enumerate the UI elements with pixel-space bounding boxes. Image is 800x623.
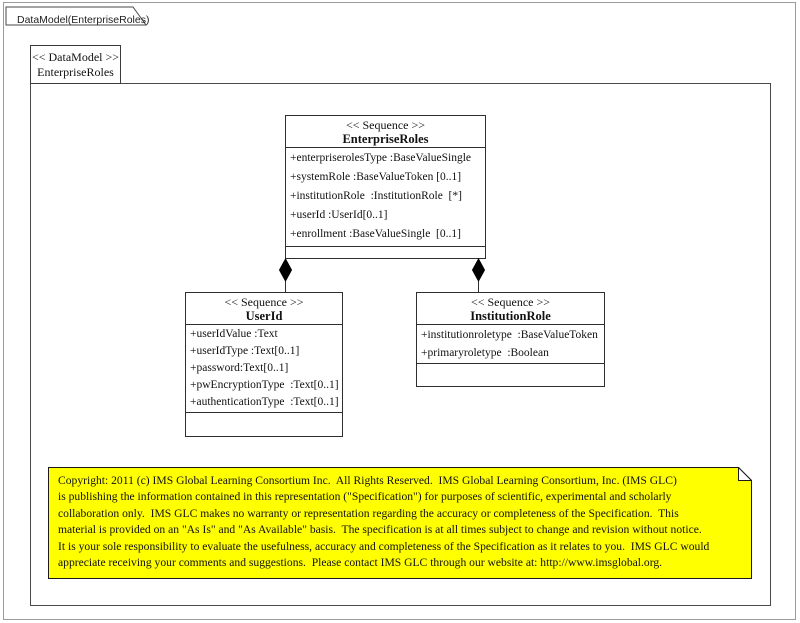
note-line: material is provided on an "As Is" and "… bbox=[58, 523, 702, 537]
class-name-compartment: << Sequence >> EnterpriseRoles bbox=[286, 116, 485, 148]
diagram-tab-shape bbox=[5, 6, 147, 26]
class-attribute: +authenticationType :Text[0..1] bbox=[190, 396, 339, 408]
class-box-institutionrole[interactable]: << Sequence >> InstitutionRole +institut… bbox=[416, 292, 605, 387]
class-name-compartment: << Sequence >> UserId bbox=[186, 293, 342, 325]
note-text-block: Copyright: 2011 (c) IMS Global Learning … bbox=[58, 473, 746, 571]
class-attribute: +pwEncryptionType :Text[0..1] bbox=[190, 379, 339, 391]
note-line: appreciate receiving your comments and s… bbox=[58, 556, 663, 570]
frame-name: EnterpriseRoles bbox=[37, 64, 114, 79]
class-attributes-compartment: +enterpriserolesType :BaseValueSingle +s… bbox=[286, 148, 485, 247]
class-attribute: +enrollment :BaseValueSingle [0..1] bbox=[290, 228, 461, 240]
note-line: is publishing the information contained … bbox=[58, 490, 672, 504]
diagram-tab-label: DataModel(EnterpriseRoles) bbox=[17, 14, 150, 26]
diagram-tab[interactable]: DataModel(EnterpriseRoles) bbox=[5, 5, 151, 26]
class-name: EnterpriseRoles bbox=[342, 132, 429, 146]
note-line: Copyright: 2011 (c) IMS Global Learning … bbox=[58, 474, 677, 487]
class-attribute: +primaryroletype :Boolean bbox=[421, 347, 549, 359]
class-stereotype: << Sequence >> bbox=[470, 295, 551, 309]
class-attributes-compartment: +userIdValue :Text +userIdType :Text[0..… bbox=[186, 325, 342, 413]
class-name: UserId bbox=[245, 309, 283, 323]
note-fold-icon bbox=[738, 466, 753, 481]
class-operations-compartment bbox=[286, 247, 485, 258]
note-shape bbox=[48, 466, 753, 579]
note-line: It is your sole responsibility to evalua… bbox=[58, 539, 710, 553]
class-stereotype: << Sequence >> bbox=[224, 295, 304, 309]
class-stereotype: << Sequence >> bbox=[345, 118, 426, 132]
class-box-enterpriseroles[interactable]: << Sequence >> EnterpriseRoles +enterpri… bbox=[285, 115, 486, 259]
class-name: InstitutionRole bbox=[470, 309, 551, 323]
class-attributes-compartment: +institutionroletype :BaseValueToken +pr… bbox=[417, 325, 604, 364]
class-attribute: +userIdValue :Text bbox=[190, 328, 278, 340]
class-attribute: +userIdType :Text[0..1] bbox=[190, 345, 300, 357]
datamodel-frame-label: << DataModel >> EnterpriseRoles bbox=[30, 45, 121, 84]
class-attribute: +userId :UserId[0..1] bbox=[290, 209, 388, 221]
class-operations-compartment bbox=[186, 413, 342, 436]
class-attribute: +institutionRole :InstitutionRole [*] bbox=[290, 190, 462, 202]
class-name-compartment: << Sequence >> InstitutionRole bbox=[417, 293, 604, 325]
class-operations-compartment bbox=[417, 364, 604, 386]
note-line: collaboration only. IMS GLC makes no war… bbox=[58, 506, 679, 520]
class-attribute: +password:Text[0..1] bbox=[190, 362, 289, 374]
class-attribute: +enterpriserolesType :BaseValueSingle bbox=[290, 152, 472, 164]
class-box-userid[interactable]: << Sequence >> UserId +userIdValue :Text… bbox=[185, 292, 343, 437]
copyright-note: Copyright: 2011 (c) IMS Global Learning … bbox=[48, 466, 753, 579]
class-attribute: +institutionroletype :BaseValueToken bbox=[421, 329, 598, 341]
frame-stereotype: << DataModel >> bbox=[31, 49, 120, 64]
class-attribute: +systemRole :BaseValueToken [0..1] bbox=[290, 171, 462, 183]
